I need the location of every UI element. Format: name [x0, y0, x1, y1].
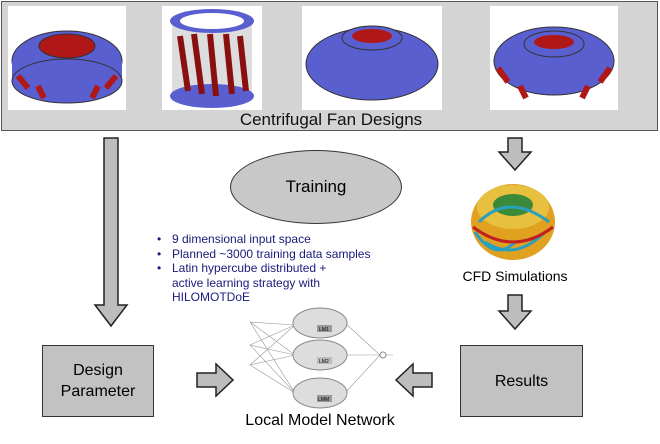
- local-model-label: LMM: [318, 397, 329, 403]
- right-arrow: [196, 362, 235, 398]
- cfd-simulations-label: CFD Simulations: [462, 268, 568, 284]
- local-model-label: LM2: [319, 359, 329, 365]
- local-model-network-label: Local Model Network: [245, 412, 395, 429]
- fan-designs-panel: Centrifugal Fan Designs: [1, 1, 658, 131]
- results-label: Results: [494, 372, 549, 390]
- cfd-simulation-image: [465, 172, 565, 272]
- training-label: Training: [285, 177, 347, 196]
- results-box: Results: [460, 345, 583, 417]
- local-model-1: LM1: [292, 307, 348, 339]
- training-ellipse: Training: [230, 150, 402, 224]
- left-arrow: [394, 362, 433, 398]
- design-parameter-line1: Design: [73, 362, 123, 379]
- fan-design-image-2: [162, 6, 262, 110]
- local-model-label: LM1: [319, 327, 329, 333]
- bullet-item: 9 dimensional input space: [155, 232, 370, 247]
- design-parameter-line2: Parameter: [60, 383, 136, 400]
- local-model-m: LMM: [292, 377, 348, 409]
- bullet-item: Planned ~3000 training data samples: [155, 247, 370, 262]
- fan-design-image-4: [490, 6, 618, 110]
- local-model-network-image: LM1 LM2 LMM: [245, 305, 395, 415]
- bullet-item: Latin hypercube distributed + active lea…: [155, 261, 342, 305]
- fan-design-image-1: [8, 6, 126, 110]
- fan-design-image-3: [302, 6, 442, 110]
- fan-designs-caption: Centrifugal Fan Designs: [239, 110, 423, 129]
- local-model-2: LM2: [292, 339, 348, 371]
- training-bullets: 9 dimensional input space Planned ~3000 …: [155, 232, 370, 305]
- down-arrow-left: [93, 137, 129, 328]
- down-arrow-cfd: [497, 137, 533, 172]
- down-arrow-results: [497, 294, 533, 331]
